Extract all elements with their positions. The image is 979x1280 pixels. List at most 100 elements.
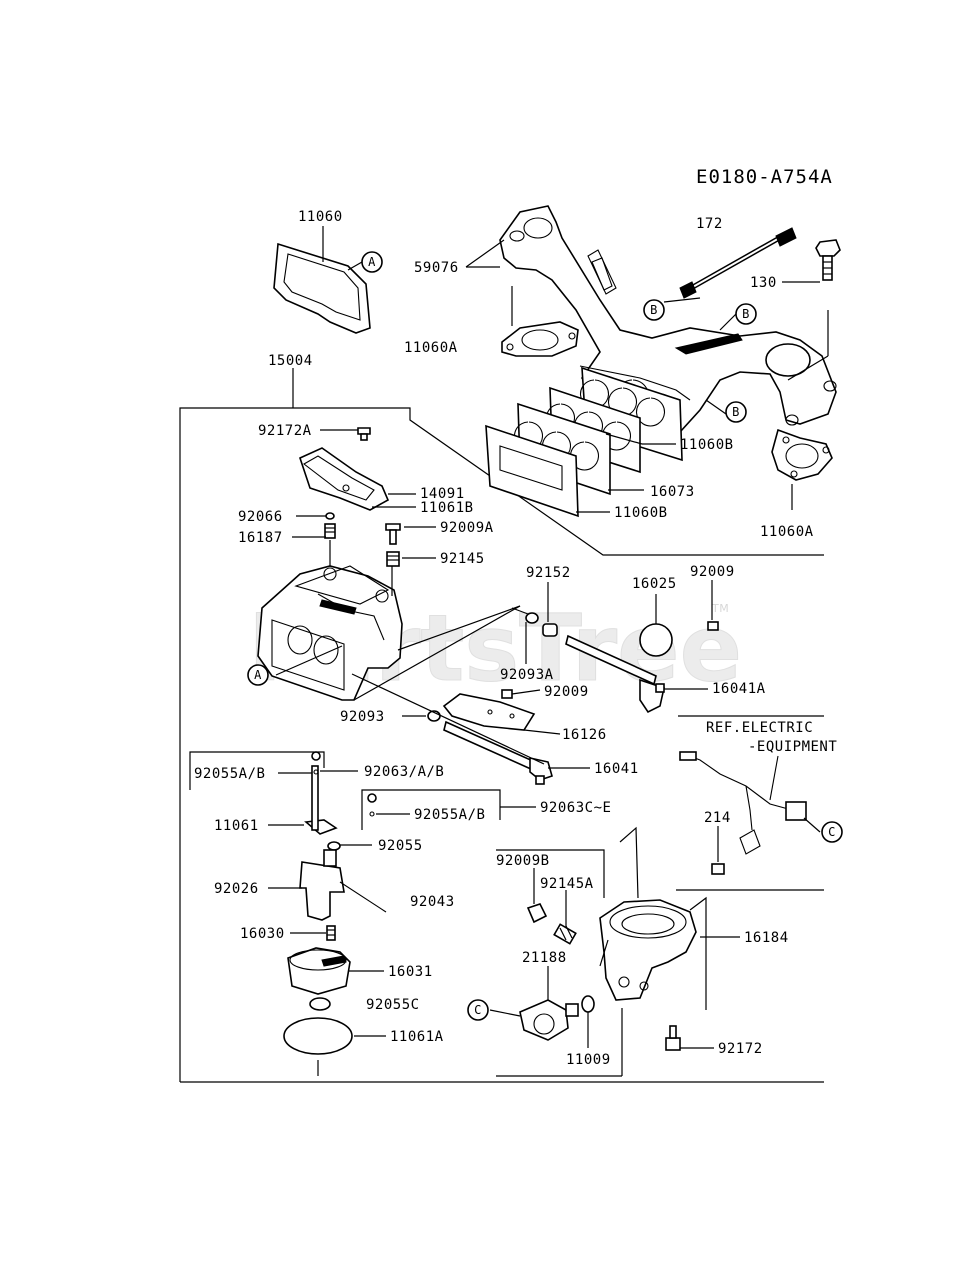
svg-text:B: B	[742, 307, 750, 321]
svg-text:B: B	[732, 405, 740, 419]
label-16041: 16041	[594, 761, 639, 777]
label-ref-electric: REF.ELECTRIC	[706, 720, 813, 736]
label-11060: 11060	[298, 209, 343, 225]
label-92055AB-b: 92055A/B	[414, 807, 485, 823]
label-92063AB: 92063/A/B	[364, 764, 444, 780]
spring-92145[interactable]	[386, 551, 400, 567]
label-92009-mid: 92009	[544, 684, 589, 700]
label-11060B-a: 11060B	[680, 437, 734, 453]
assembly-frame	[179, 368, 824, 1083]
svg-text:A: A	[368, 255, 376, 269]
bolt-92172[interactable]	[665, 1025, 681, 1051]
cover-14091[interactable]	[299, 447, 390, 511]
sub-assembly-boxes	[189, 715, 824, 1077]
svg-text:B: B	[650, 303, 658, 317]
label-92172: 92172	[718, 1041, 763, 1057]
spring-92145A[interactable]	[553, 923, 577, 945]
screw-92009-mid[interactable]	[501, 689, 513, 699]
float-11061[interactable]	[304, 765, 338, 835]
label-92066: 92066	[238, 509, 283, 525]
label-92152: 92152	[526, 565, 571, 581]
label-16030: 16030	[240, 926, 285, 942]
label-16184: 16184	[744, 930, 789, 946]
svg-text:C: C	[474, 1003, 482, 1017]
label-16041A: 16041A	[712, 681, 766, 697]
wire-harness[interactable]	[679, 751, 807, 855]
label-172: 172	[696, 216, 723, 232]
label-92145: 92145	[440, 551, 485, 567]
part-labels: 11060 172 59076 130 11060A 15004 92172A …	[194, 209, 837, 1068]
screw-92172A[interactable]	[357, 427, 371, 441]
label-214: 214	[704, 810, 731, 826]
callout-B-flange: B	[725, 401, 747, 423]
label-21188: 21188	[522, 950, 567, 966]
screw-92009A[interactable]	[385, 523, 401, 545]
washer-92152[interactable]	[542, 623, 558, 637]
jet-16030[interactable]	[326, 925, 336, 941]
screw-92009B[interactable]	[526, 903, 548, 924]
gasket-11060A-right[interactable]	[771, 428, 833, 510]
callout-C-harness: C	[821, 821, 843, 843]
choke-shaft-16041[interactable]	[443, 720, 553, 785]
label-16187: 16187	[238, 530, 283, 546]
gasket-11009[interactable]	[581, 995, 595, 1013]
screw-92009-right[interactable]	[707, 621, 719, 631]
label-59076: 59076	[414, 260, 459, 276]
spring-16187[interactable]	[324, 523, 336, 539]
svg-text:C: C	[828, 825, 836, 839]
label-11061: 11061	[214, 818, 259, 834]
watermark-trademark: TM	[711, 602, 729, 615]
label-92009B: 92009B	[496, 853, 550, 869]
choke-plate-16126[interactable]	[442, 693, 536, 731]
label-11060A-right: 11060A	[760, 524, 814, 540]
label-92009A: 92009A	[440, 520, 494, 536]
label-16031: 16031	[388, 964, 433, 980]
label-92055: 92055	[378, 838, 423, 854]
callout-A-gasket: A	[361, 251, 383, 273]
label-130: 130	[750, 275, 777, 291]
throttle-shaft-16041A[interactable]	[565, 623, 673, 714]
label-92009-right: 92009	[690, 564, 735, 580]
label-16025: 16025	[632, 576, 677, 592]
diagram-id: E0180-A754A	[696, 166, 833, 188]
float-bowl-16031[interactable]	[287, 947, 351, 995]
label-92026: 92026	[214, 881, 259, 897]
label-15004: 15004	[268, 353, 313, 369]
label-16073: 16073	[650, 484, 695, 500]
callout-A-carburetor: A	[247, 664, 269, 686]
o-ring-92055C[interactable]	[309, 997, 331, 1011]
washer-92066[interactable]	[325, 512, 335, 520]
o-ring-11061A[interactable]	[283, 1017, 353, 1076]
svg-text:A: A	[254, 668, 262, 682]
callout-B-stud: B	[643, 299, 665, 321]
stud-172[interactable]	[679, 227, 797, 299]
label-92043: 92043	[410, 894, 455, 910]
label-92093: 92093	[340, 709, 385, 725]
bolt-214[interactable]	[711, 863, 725, 875]
label-92055C: 92055C	[366, 997, 420, 1013]
leader-lines	[268, 239, 829, 1049]
callout-B-manifold: B	[735, 303, 757, 325]
label-11060A-top: 11060A	[404, 340, 458, 356]
label-11009: 11009	[566, 1052, 611, 1068]
main-nozzle-92026[interactable]	[299, 849, 387, 921]
callout-C-solenoid: C	[467, 999, 489, 1021]
solenoid-21188[interactable]	[519, 999, 579, 1041]
label-92145A: 92145A	[540, 876, 594, 892]
label-14091: 14091	[420, 486, 465, 502]
label-92063CE: 92063C~E	[540, 800, 611, 816]
needle-92055[interactable]	[311, 751, 377, 851]
label-92172A: 92172A	[258, 423, 312, 439]
bolt-130[interactable]	[815, 239, 841, 281]
washer-92093A[interactable]	[511, 607, 539, 664]
label-ref-equipment: -EQUIPMENT	[748, 739, 837, 755]
gasket-11060A-top[interactable]	[501, 286, 579, 357]
label-11061B: 11061B	[420, 500, 474, 516]
gasket-stack-11060B[interactable]	[485, 366, 683, 518]
bowl-16184[interactable]	[599, 899, 697, 1001]
label-11061A: 11061A	[390, 1029, 444, 1045]
label-11060B-b: 11060B	[614, 505, 668, 521]
label-92055AB-a: 92055A/B	[194, 766, 265, 782]
gasket-11060[interactable]	[273, 226, 371, 334]
